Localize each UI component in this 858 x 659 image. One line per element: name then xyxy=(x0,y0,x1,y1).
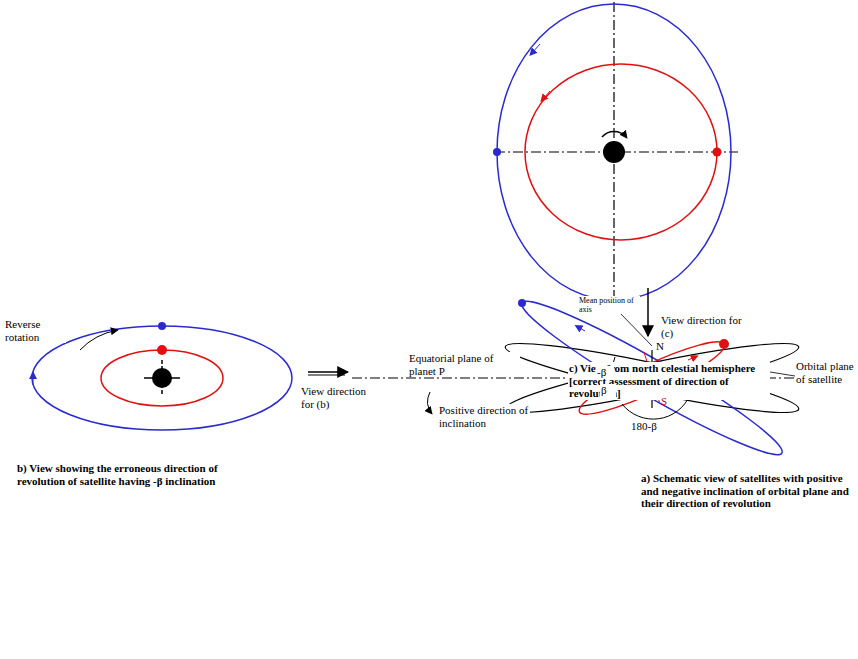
panel-c xyxy=(493,2,738,336)
annotation-label: Orbital plane of satellite xyxy=(795,360,855,385)
panel-caption: b) View showing the erroneous direction … xyxy=(16,462,248,487)
annotation-label: Reverse rotation xyxy=(4,318,66,343)
annotation-label: N xyxy=(655,340,671,353)
annotation-label: View direction for (c) xyxy=(660,314,752,339)
annotation-label: 180-β xyxy=(630,420,672,433)
annotation-label: S xyxy=(660,395,676,408)
panel-b xyxy=(32,322,348,430)
annotation-label: Equatorial plane of planet P xyxy=(408,352,520,377)
annotation-label: Positive direction of inclination xyxy=(438,404,530,429)
annotation-label: View direction for (b) xyxy=(300,385,372,410)
annotation-label: Mean position of axis xyxy=(578,296,640,314)
panel-caption: a) Schematic view of satellites with pos… xyxy=(640,472,852,510)
panel-a xyxy=(352,287,802,468)
annotation-label: -β xyxy=(596,366,614,379)
annotation-label: β xyxy=(600,384,616,397)
